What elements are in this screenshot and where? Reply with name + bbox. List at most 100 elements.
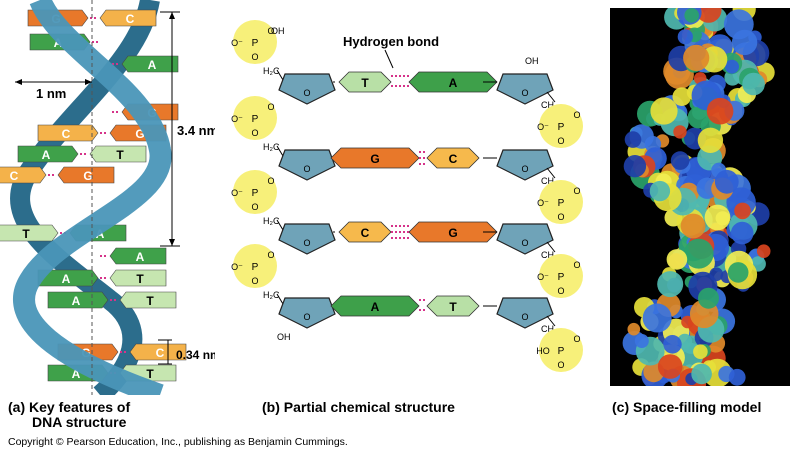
base-left	[17, 145, 79, 163]
atom-sphere	[683, 44, 710, 71]
h2c-label: H₂C	[263, 216, 280, 226]
oxygen-label: O⁻	[231, 188, 243, 198]
oxygen-label: O⁻	[537, 122, 549, 132]
atom-sphere	[725, 59, 739, 74]
oxygen-label: O	[267, 176, 274, 186]
oxygen-label: O	[251, 52, 258, 62]
h2c-label: H₂C	[263, 66, 280, 76]
base-letter: C	[361, 226, 370, 240]
base-left	[0, 166, 47, 184]
base-letter: T	[361, 76, 369, 90]
deoxyribose-sugar	[496, 223, 554, 255]
base-left-letter: A	[72, 294, 81, 308]
phosphorus-label: P	[252, 38, 259, 49]
atom-sphere	[693, 344, 708, 360]
phosphate-circle	[539, 254, 583, 298]
deoxyribose-sugar	[278, 223, 336, 255]
atom-sphere	[687, 106, 710, 129]
base-left	[47, 291, 109, 309]
atom-sphere	[706, 97, 734, 125]
base-letter: G	[448, 226, 457, 240]
atom-sphere	[649, 180, 671, 202]
base-letter: T	[449, 300, 457, 314]
oxygen-label: O	[557, 136, 564, 146]
deoxyribose-sugar	[496, 73, 554, 105]
atom-sphere	[756, 244, 771, 258]
h2c-label: H₂C	[263, 142, 280, 152]
atom-sphere	[697, 127, 724, 153]
base-right-letter: T	[146, 367, 154, 381]
atom-sphere	[650, 97, 678, 125]
oxygen-label: O⁻	[231, 262, 243, 272]
atom-sphere	[666, 249, 688, 270]
base-left-letter: A	[42, 148, 51, 162]
atom-sphere	[734, 202, 751, 220]
atom-sphere	[657, 354, 683, 379]
base-right-letter: A	[136, 250, 145, 264]
oxygen-label: O	[251, 276, 258, 286]
ch2-label: CH₂	[541, 250, 558, 260]
h2c-label: H₂C	[263, 290, 280, 300]
atom-sphere	[627, 322, 641, 336]
oxygen-label: O	[573, 110, 580, 120]
oxygen-label: O⁻	[231, 114, 243, 124]
ring-oxygen-label: O	[303, 238, 310, 248]
oxygen-label: O	[251, 202, 258, 212]
base-right-letter: T	[146, 294, 154, 308]
ch2-label: CH₂	[541, 324, 558, 334]
atom-sphere	[704, 204, 731, 231]
atom-sphere	[642, 303, 672, 333]
atom-sphere	[634, 334, 649, 348]
nucleotide-rows: P O⁻ O O H₂C O O CH₂ P O⁻ O O T A P O⁻ O O H₂C O O CH₂ P O⁻ O O G C…	[231, 20, 583, 372]
space-filling-model	[610, 0, 790, 398]
phosphate-circle	[539, 328, 583, 372]
phosphorus-label: P	[558, 198, 565, 209]
oxygen-label: O	[557, 212, 564, 222]
turn-label: 3.4 nm	[177, 123, 215, 138]
base-left-letter: T	[22, 227, 30, 241]
nitrogenous-base	[330, 295, 420, 317]
ring-oxygen-label: O	[521, 312, 528, 322]
caption-b: (b) Partial chemical structure	[262, 399, 455, 415]
base-right-letter: A	[148, 58, 157, 72]
oxygen-label: O	[573, 334, 580, 344]
front-strand	[13, 0, 172, 406]
base-letter: A	[371, 300, 380, 314]
phosphate-circle	[233, 20, 277, 64]
deoxyribose-sugar	[278, 297, 336, 329]
phosphorus-label: P	[252, 114, 259, 125]
base-left	[37, 124, 99, 142]
ch2-label: CH₂	[541, 100, 558, 110]
atom-sphere	[691, 363, 712, 385]
copyright-notice: Copyright © Pearson Education, Inc., pub…	[8, 436, 348, 448]
atom-sphere	[730, 221, 754, 245]
base-right	[109, 269, 167, 287]
oh-label: OH	[525, 56, 539, 66]
base-left	[0, 224, 59, 242]
atom-sphere	[683, 238, 714, 269]
atom-sphere	[698, 287, 719, 309]
space-filling-svg	[610, 0, 790, 398]
ring-oxygen-label: O	[303, 164, 310, 174]
oxygen-label: O	[267, 102, 274, 112]
phosphate-circle	[539, 104, 583, 148]
atom-sphere	[677, 29, 693, 45]
oh-label: OH	[277, 332, 291, 342]
nitrogenous-base	[338, 71, 392, 93]
base-right	[89, 145, 147, 163]
caption-a-line1: (a) Key features of	[8, 399, 131, 415]
phosphorus-label: P	[252, 188, 259, 199]
base-right-letter: T	[136, 272, 144, 286]
base-letter: A	[449, 76, 458, 90]
phosphorus-label: P	[558, 346, 565, 357]
atom-sphere	[657, 271, 684, 298]
deoxyribose-sugar	[278, 149, 336, 181]
phosphate-circle	[233, 96, 277, 140]
